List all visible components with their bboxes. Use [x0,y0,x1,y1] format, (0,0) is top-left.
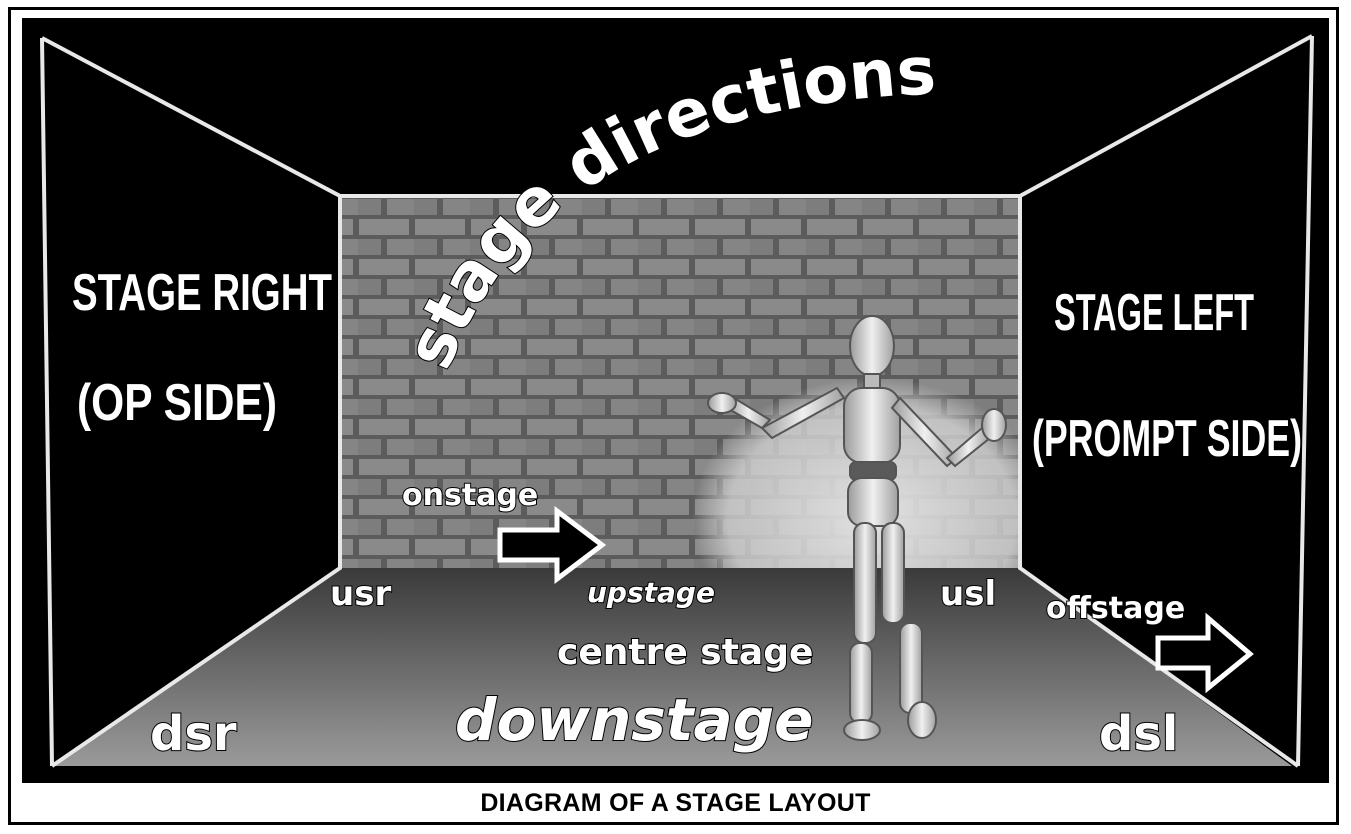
stage-illustration: stage directions STAGE RIGHT (OP SIDE) S… [22,18,1329,783]
diagram-caption: DIAGRAM OF A STAGE LAYOUT [0,789,1351,818]
onstage-label: onstage [402,478,538,513]
stage-right-label: STAGE RIGHT [72,264,332,322]
prompt-side-label: (PROMPT SIDE) [1032,410,1302,468]
dsr-label: dsr [150,706,237,762]
upstage-label: upstage [587,576,715,609]
offstage-label: offstage [1046,591,1185,626]
op-side-label: (OP SIDE) [77,374,277,432]
dsl-label: dsl [1099,706,1178,762]
centre-stage-label: centre stage [557,632,813,673]
downstage-label: downstage [455,686,813,754]
stage-left-label: STAGE LEFT [1054,284,1254,342]
usr-label: usr [330,574,391,614]
usl-label: usl [940,574,996,614]
